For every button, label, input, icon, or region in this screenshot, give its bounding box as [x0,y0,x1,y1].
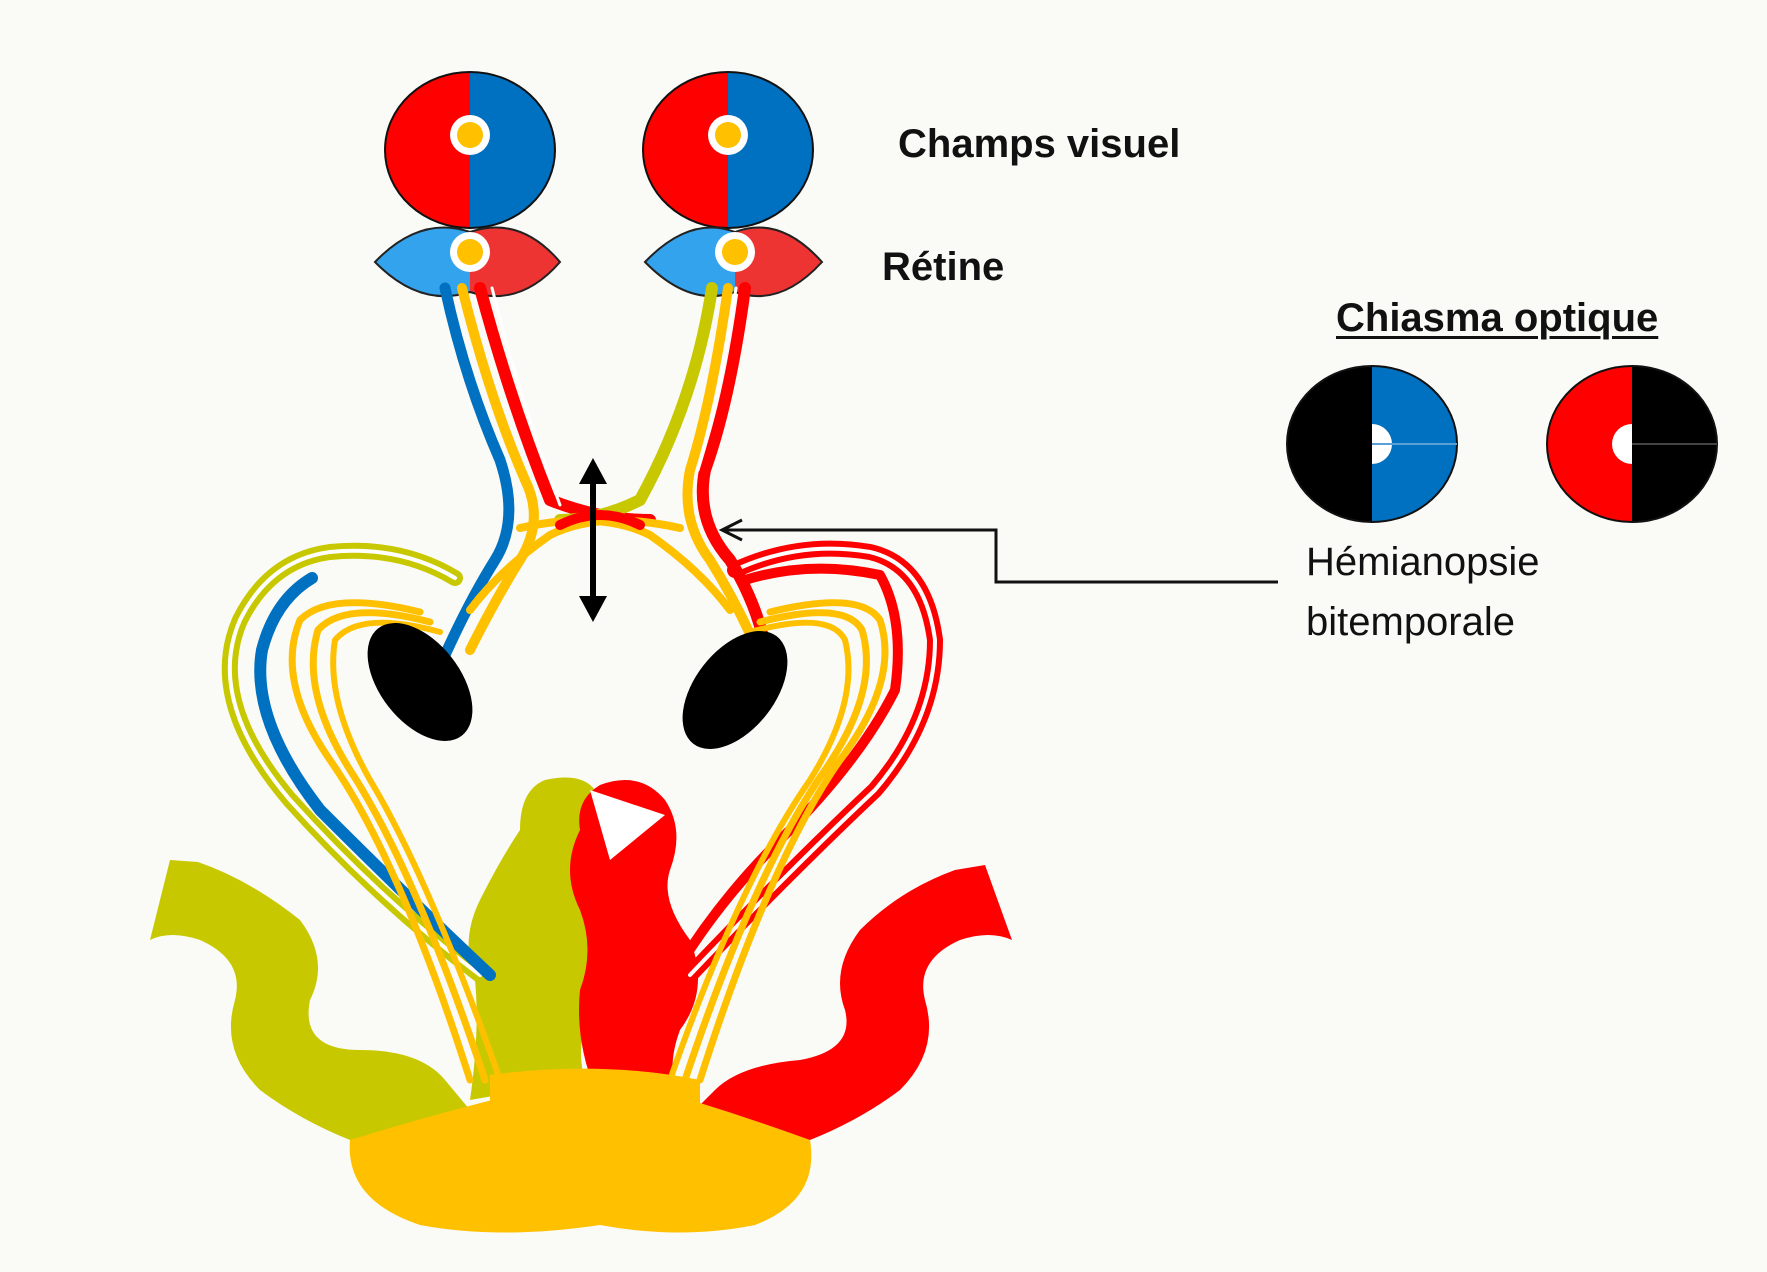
visual-field-right-eye [642,71,814,229]
retina-right-eye [643,226,824,298]
label-lesion-site: Chiasma optique [1336,296,1659,340]
lesion-double-arrow [579,458,607,622]
retina-left-eye [373,226,562,298]
visual-field-left-eye [384,71,556,229]
label-retina: Rétine [882,245,1005,289]
deficit-field-left-eye [1286,365,1458,523]
lateral-geniculate-left [367,623,473,741]
label-deficit-line2: bitemporale [1306,600,1516,644]
optic-pathways [221,282,943,1084]
label-deficit: Hémianopsie bitemporale [1306,532,1626,652]
leader-arrow [718,518,1278,584]
label-deficit-line1: Hémianopsie [1306,540,1540,584]
lateral-geniculate-right [682,631,788,749]
label-visual-fields: Champs visuel [898,122,1181,166]
deficit-field-right-eye [1546,365,1718,523]
occipital-cortex [150,777,1012,1233]
